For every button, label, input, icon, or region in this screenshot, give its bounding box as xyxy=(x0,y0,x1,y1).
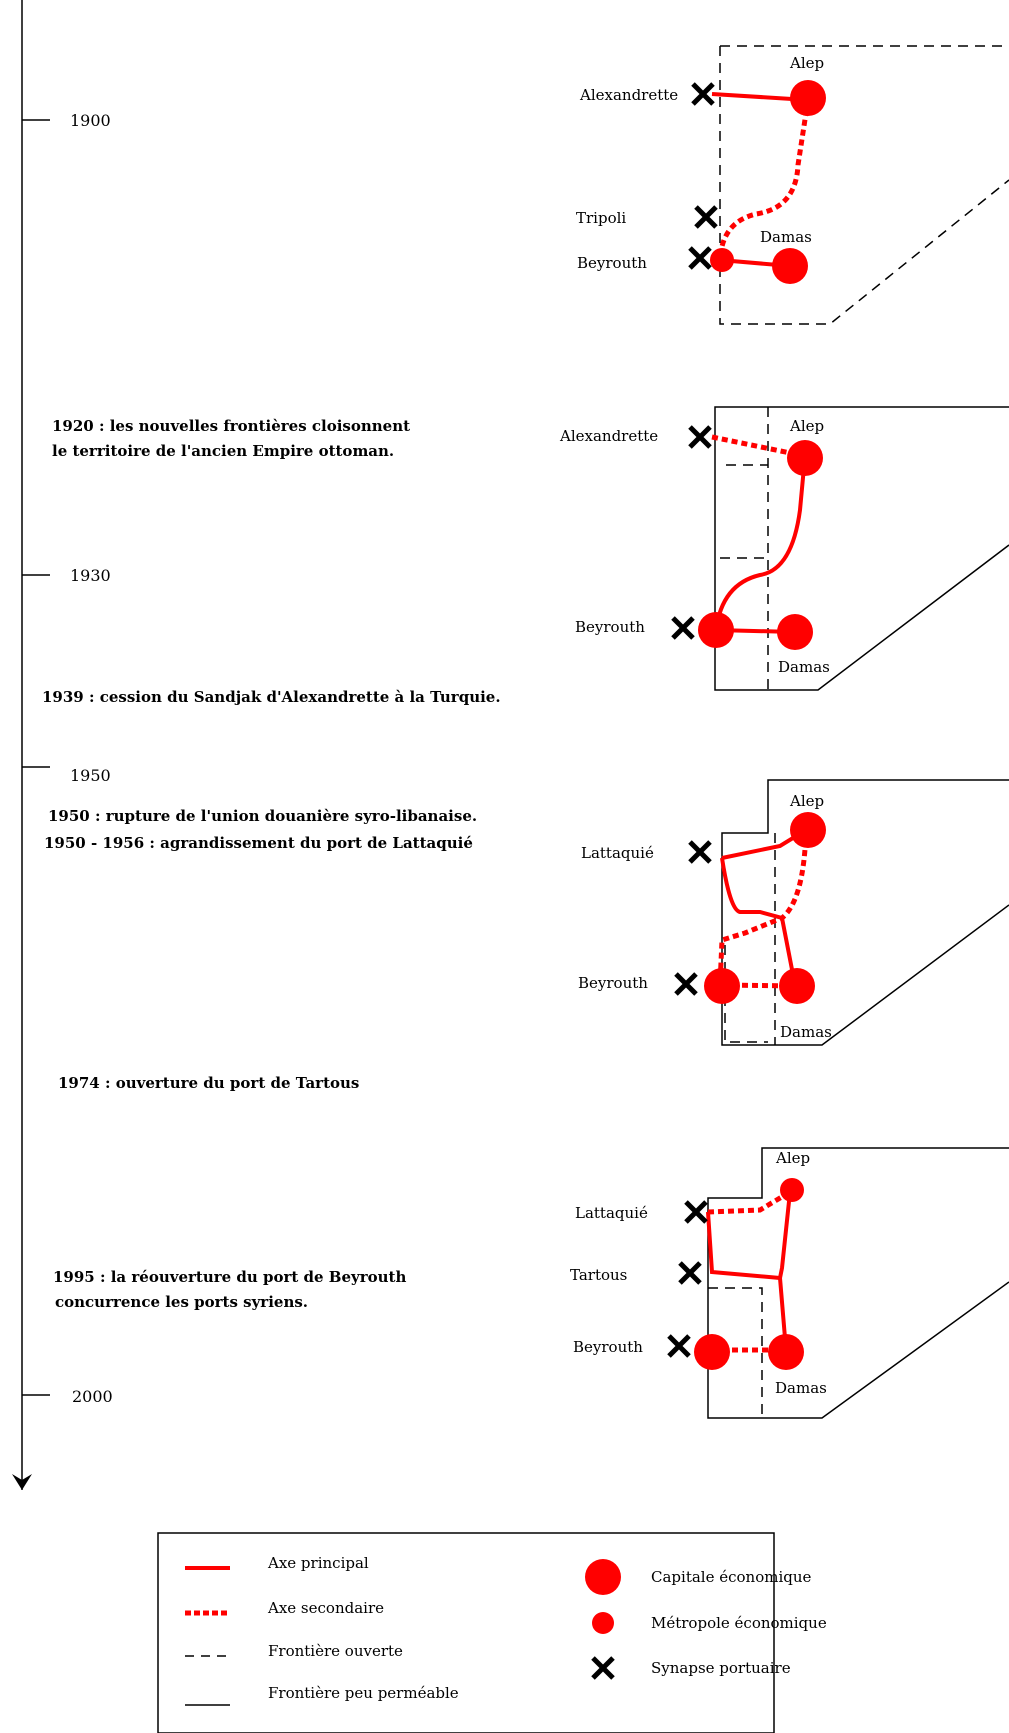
legend-economic-capital-label: Capitale économique xyxy=(651,1568,812,1586)
legend-economic-metropolis-label: Métropole économique xyxy=(651,1614,827,1632)
economic-capital-damas xyxy=(768,1334,804,1370)
economic-capital-damas xyxy=(772,248,808,284)
legend-economic-capital-icon xyxy=(585,1559,621,1595)
legend-economic-metropolis-icon xyxy=(592,1612,614,1634)
label-beyrouth: Beyrouth xyxy=(573,1338,643,1356)
label-alexandrette: Alexandrette xyxy=(579,86,678,104)
event-1974: 1974 : ouverture du port de Tartous xyxy=(58,1074,359,1092)
port-synapse-alexandrette xyxy=(693,84,713,104)
legend-open-border-label: Frontière ouverte xyxy=(268,1642,403,1660)
legend-port-synapse-icon xyxy=(593,1658,613,1678)
label-alep: Alep xyxy=(775,1149,810,1167)
label-damas: Damas xyxy=(778,658,830,676)
event-1995-line1: 1995 : la réouverture du port de Beyrout… xyxy=(53,1268,406,1286)
label-lattaquie: Lattaquié xyxy=(575,1204,648,1222)
map-1930: Alep Alexandrette Beyrouth Damas xyxy=(559,406,1009,691)
event-1939: 1939 : cession du Sandjak d'Alexandrette… xyxy=(42,688,501,706)
economic-capital-damas xyxy=(777,614,813,650)
economic-capital-beyrouth xyxy=(704,968,740,1004)
map-1900: Alep Alexandrette Tripoli Damas Beyrouth xyxy=(576,45,1009,325)
label-damas: Damas xyxy=(780,1023,832,1041)
closed-border xyxy=(714,406,1009,691)
legend-closed-border-label: Frontière peu perméable xyxy=(268,1684,459,1702)
main-axis xyxy=(720,857,797,986)
label-alep: Alep xyxy=(789,54,824,72)
port-synapse-beyrouth xyxy=(690,248,710,268)
port-synapse-tripoli xyxy=(696,207,716,227)
timeline-arrow-icon xyxy=(12,1474,32,1490)
main-axis xyxy=(777,1191,792,1351)
port-synapse-tartous xyxy=(680,1263,700,1283)
port-synapse-alexandrette xyxy=(690,427,710,447)
economic-capital-alep xyxy=(790,812,826,848)
event-1920-line1: 1920 : les nouvelles frontières cloisonn… xyxy=(52,417,410,435)
port-synapse-beyrouth xyxy=(676,974,696,994)
tick-label-1930: 1930 xyxy=(70,566,111,585)
map-2000: Alep Lattaquié Tartous Beyrouth Damas xyxy=(570,1147,1009,1419)
label-beyrouth: Beyrouth xyxy=(577,254,647,272)
label-damas: Damas xyxy=(760,228,812,246)
event-1950-1956: 1950 - 1956 : agrandissement du port de … xyxy=(44,834,473,852)
closed-border xyxy=(721,779,1009,1046)
label-lattaquie: Lattaquié xyxy=(581,844,654,862)
event-1995-line2: concurrence les ports syriens. xyxy=(55,1293,308,1311)
map-1950: Alep Lattaquié Beyrouth Damas xyxy=(578,779,1009,1046)
main-axis xyxy=(706,1211,781,1280)
legend-port-synapse-label: Synapse portuaire xyxy=(651,1659,791,1677)
economic-capital-beyrouth xyxy=(694,1334,730,1370)
label-tartous: Tartous xyxy=(570,1266,627,1284)
port-synapse-lattaquie xyxy=(690,842,710,862)
label-alexandrette: Alexandrette xyxy=(559,427,658,445)
label-beyrouth: Beyrouth xyxy=(578,974,648,992)
economic-metropolis-alep xyxy=(780,1178,804,1202)
label-beyrouth: Beyrouth xyxy=(575,618,645,636)
legend-secondary-axis-label: Axe secondaire xyxy=(267,1599,384,1617)
port-synapse-lattaquie xyxy=(686,1202,706,1222)
open-border xyxy=(719,46,1009,325)
legend-main-axis-label: Axe principal xyxy=(267,1554,369,1572)
economic-capital-alep xyxy=(787,440,823,476)
open-border xyxy=(708,1287,763,1418)
secondary-axis xyxy=(717,829,809,986)
legend-box xyxy=(157,1532,775,1733)
open-border xyxy=(724,945,768,1043)
event-1920-line2: le territoire de l'ancien Empire ottoman… xyxy=(52,442,394,460)
secondary-axis xyxy=(717,99,811,261)
label-alep: Alep xyxy=(789,417,824,435)
tick-label-1900: 1900 xyxy=(70,111,111,130)
label-damas: Damas xyxy=(775,1379,827,1397)
label-tripoli: Tripoli xyxy=(576,209,626,227)
main-axis xyxy=(714,455,807,631)
port-synapse-beyrouth xyxy=(673,618,693,638)
economic-capital-alep xyxy=(790,80,826,116)
label-alep: Alep xyxy=(789,792,824,810)
closed-border xyxy=(707,1147,1009,1419)
port-synapse-beyrouth xyxy=(669,1336,689,1356)
secondary-axis xyxy=(707,1189,792,1215)
tick-label-2000: 2000 xyxy=(72,1387,113,1406)
tick-label-1950: 1950 xyxy=(70,766,111,785)
economic-capital-damas xyxy=(779,968,815,1004)
secondary-axis xyxy=(711,434,806,459)
economic-metropolis-beyrouth xyxy=(710,248,734,272)
legend: Axe principal Axe secondaire Frontière o… xyxy=(157,1532,827,1733)
timeline: 1900 1930 1950 2000 1920 : les nouvelles… xyxy=(12,0,501,1490)
event-1950: 1950 : rupture de l'union douanière syro… xyxy=(48,807,477,825)
economic-capital-beyrouth xyxy=(698,612,734,648)
